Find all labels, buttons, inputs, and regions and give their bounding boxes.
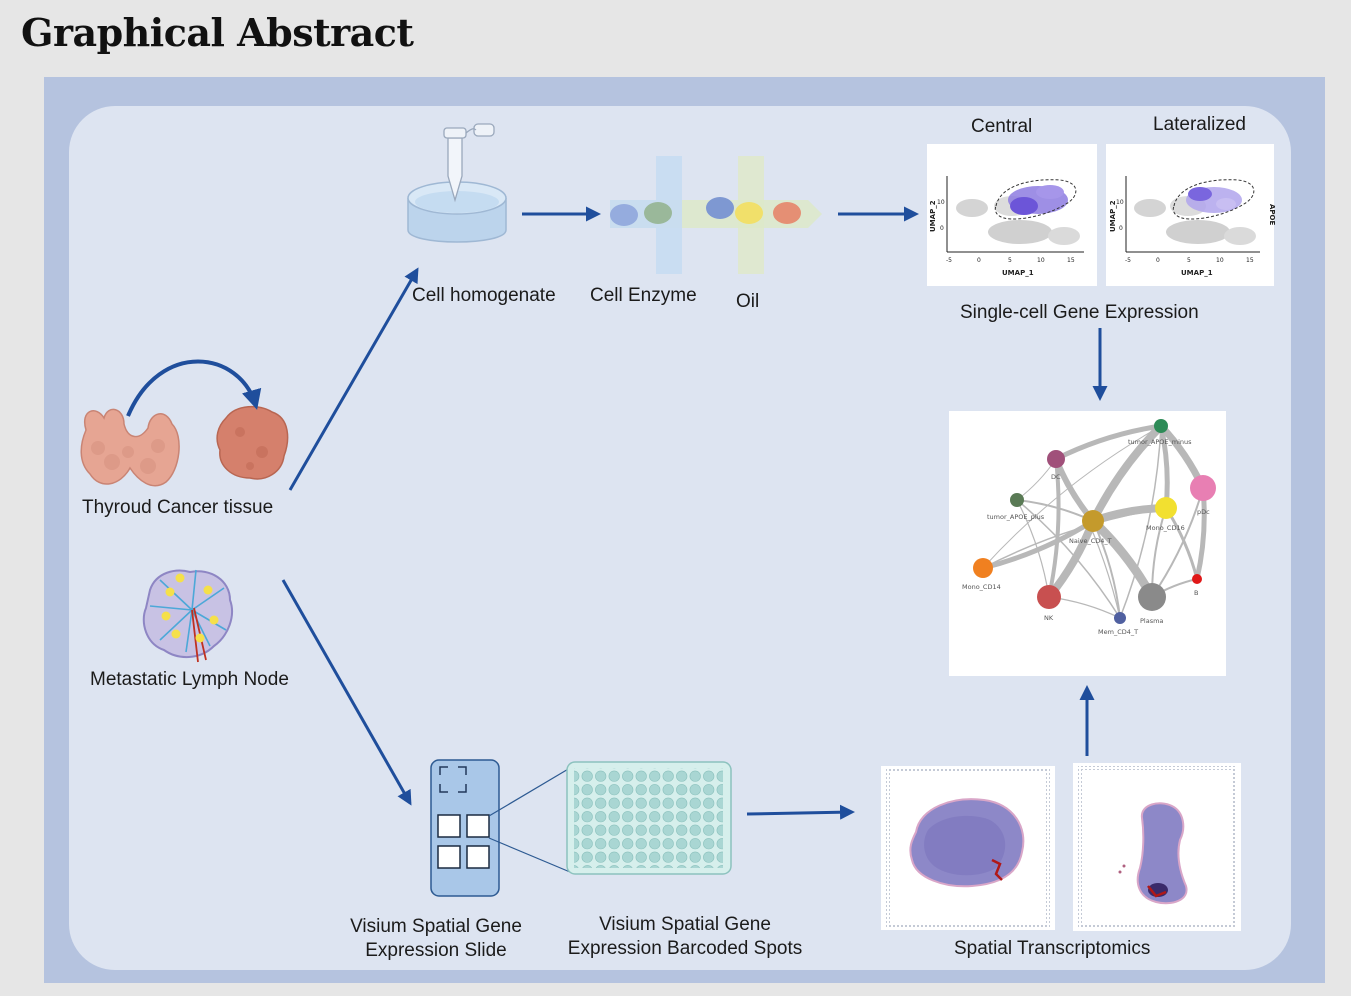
umap-xlabel-central: UMAP_1	[1002, 269, 1034, 277]
umap-ylabel-central: UMAP_2	[929, 200, 937, 232]
label-spatial-transcriptomics: Spatial Transcriptomics	[954, 938, 1151, 959]
network-edge	[1119, 425, 1162, 619]
network-edge	[1089, 422, 1165, 525]
label-cell-homogenate: Cell homogenate	[412, 285, 556, 306]
label-visium-spots-line1: Visium Spatial Gene	[599, 914, 771, 935]
umap-xtick-l1: 0	[1156, 257, 1160, 264]
network-label-plasma: Plasma	[1140, 617, 1163, 625]
label-cell-enzyme: Cell Enzyme	[590, 285, 697, 306]
network-edge	[982, 425, 1162, 569]
network-edge	[1016, 499, 1121, 619]
network-label-mono-cd16: Mono_CD16	[1146, 524, 1185, 532]
label-visium-spots-line2: Expression Barcoded Spots	[567, 938, 803, 959]
network-edge	[1053, 423, 1164, 462]
network-label-dc: DC	[1051, 473, 1061, 481]
label-oil: Oil	[736, 291, 760, 312]
label-visium-slide-line2: Expression Slide	[365, 940, 507, 961]
network-node-mem-cd4-t	[1114, 612, 1126, 624]
network-label-tumor-apoe-minus: tumor_APOE_minus	[1128, 438, 1192, 446]
umap-side-label: APOE	[1268, 204, 1276, 225]
network-node-nk	[1037, 585, 1061, 609]
umap-xtick-c1: 0	[977, 257, 981, 264]
label-visium-slide: Visium Spatial Gene Expression Slide	[336, 915, 536, 963]
network-label-nk: NK	[1044, 614, 1054, 622]
label-thyroid-tissue: Thyroud Cancer tissue	[82, 497, 274, 518]
umap-ytick-10-central: 10	[937, 199, 945, 206]
lymph-node-icon	[142, 569, 233, 663]
spatial-slide-1	[881, 766, 1055, 930]
label-lateralized: Lateralized	[1153, 114, 1246, 135]
umap-xtick-c4: 15	[1067, 257, 1075, 264]
thyroid-icon	[80, 408, 180, 487]
network-label-mem-cd4-t: Mem_CD4_T	[1098, 628, 1138, 636]
label-single-cell: Single-cell Gene Expression	[960, 302, 1199, 323]
network-label-tumor-apoe-plus: tumor_APOE_plus	[987, 513, 1045, 521]
network-node-plasma	[1138, 583, 1166, 611]
umap-xtick-l2: 5	[1187, 257, 1191, 264]
umap-ytick-0-central: 0	[940, 225, 944, 232]
umap-ylabel-lateralized: UMAP_2	[1109, 200, 1117, 232]
network-edge	[1047, 457, 1061, 599]
umap-xtick-l3: 10	[1216, 257, 1224, 264]
petri-dish-icon	[407, 181, 507, 243]
umap-xtick-l0: -5	[1125, 257, 1131, 264]
umap-central-plot	[927, 144, 1097, 286]
arrow-to-homogenate	[288, 267, 419, 491]
umap-xtick-c0: -5	[946, 257, 952, 264]
label-central: Central	[971, 116, 1033, 137]
tumor-icon	[216, 405, 289, 480]
label-lymph-node: Metastatic Lymph Node	[90, 669, 289, 690]
network-label-pdc: pDc	[1197, 508, 1210, 516]
network-node-b	[1192, 574, 1202, 584]
network-label-mono-cd14: Mono_CD14	[962, 583, 1001, 591]
droplet-chip-icon	[610, 156, 822, 274]
umap-xlabel-lateralized: UMAP_1	[1181, 269, 1213, 277]
umap-xtick-l4: 15	[1246, 257, 1254, 264]
spatial-slide-2	[1073, 763, 1241, 931]
network-edge	[1055, 458, 1121, 619]
umap-lateralized-plot	[1106, 144, 1274, 286]
network-node-dc	[1047, 450, 1065, 468]
arrow-to-spatial	[746, 804, 855, 820]
network-edge	[982, 507, 1167, 569]
network-node-mono-cd14	[973, 558, 993, 578]
tube-icon	[443, 123, 495, 203]
network-node-naive-cd4-t	[1082, 510, 1104, 532]
network-node-tumor-apoe-minus	[1154, 419, 1168, 433]
umap-ytick-0-lateralized: 0	[1119, 225, 1123, 232]
visium-slide-icon	[430, 759, 500, 897]
umap-xtick-c2: 5	[1008, 257, 1012, 264]
label-visium-spots: Visium Spatial Gene Expression Barcoded …	[550, 913, 820, 961]
arrow-to-visium	[281, 579, 412, 806]
network-node-tumor-apoe-plus	[1010, 493, 1024, 507]
barcoded-spots-icon	[566, 761, 732, 875]
umap-ytick-10-lateralized: 10	[1116, 199, 1124, 206]
umap-xtick-c3: 10	[1037, 257, 1045, 264]
page-title: Graphical Abstract	[21, 10, 414, 55]
network-node-pdc	[1190, 475, 1216, 501]
curved-arrow	[126, 359, 262, 417]
network-label-b: B	[1194, 589, 1198, 597]
label-visium-slide-line1: Visium Spatial Gene	[350, 916, 522, 937]
network-node-mono-cd16	[1155, 497, 1177, 519]
network-label-naive-cd4-t: Naive_CD4_T	[1069, 537, 1112, 545]
